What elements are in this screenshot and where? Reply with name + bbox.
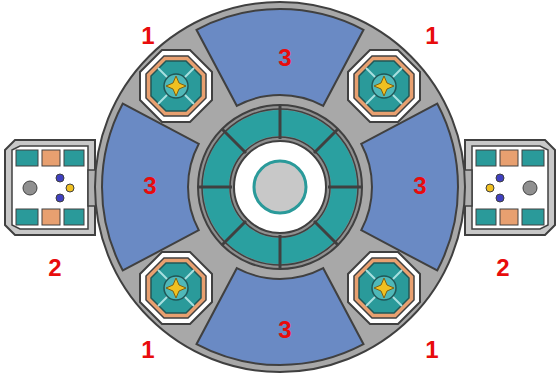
callout-number: 3	[278, 318, 291, 342]
callout-number: 2	[48, 256, 61, 280]
callout-number: 1	[141, 24, 154, 48]
callout-number: 2	[496, 256, 509, 280]
callout-number: 1	[425, 24, 438, 48]
callout-number: 3	[143, 174, 156, 198]
callout-number: 1	[425, 338, 438, 362]
callout-number: 3	[413, 174, 426, 198]
callout-number: 3	[278, 46, 291, 70]
callout-number: 1	[141, 338, 154, 362]
